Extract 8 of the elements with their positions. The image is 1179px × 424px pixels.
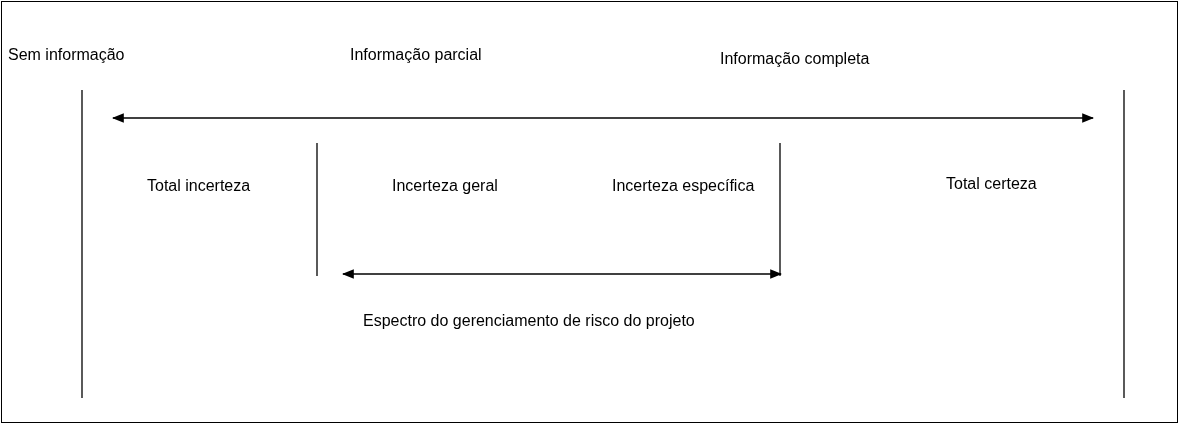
spectrum-label: Total incerteza (147, 176, 251, 196)
spectrum-label: Sem informação (8, 45, 125, 65)
spectrum-label: Incerteza específica (612, 176, 755, 196)
spectrum-label: Informação parcial (350, 45, 482, 65)
spectrum-label: Informação completa (720, 49, 870, 69)
spectrum-label: Total certeza (946, 174, 1037, 194)
spectrum-label: Incerteza geral (392, 176, 498, 196)
caption-text: Espectro do gerenciamento de risco do projeto (363, 311, 695, 331)
